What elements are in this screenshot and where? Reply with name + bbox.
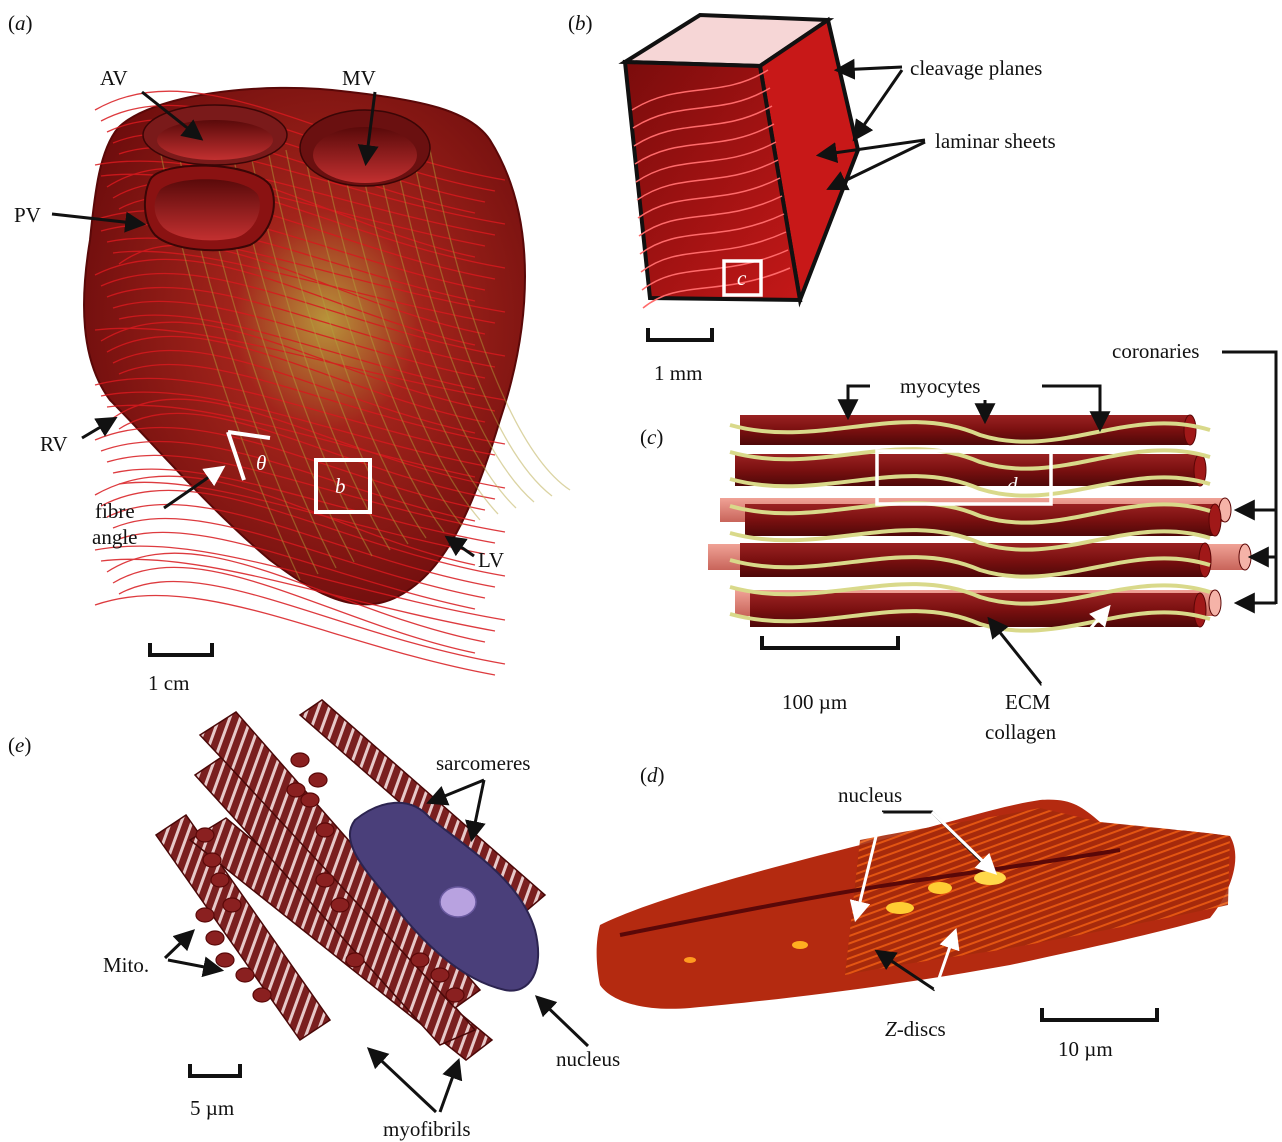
fluor-spot-2 bbox=[684, 957, 696, 963]
mito-label: Mito. bbox=[103, 953, 149, 977]
scale-bar-d bbox=[1042, 1008, 1157, 1020]
rv-label: RV bbox=[40, 432, 68, 456]
panel-d-tag: (d) bbox=[640, 763, 665, 787]
angle-label: angle bbox=[92, 525, 137, 549]
cylinder-end bbox=[1184, 415, 1196, 445]
myofibrils-label: myofibrils bbox=[383, 1117, 471, 1141]
mitochondrion bbox=[206, 931, 224, 945]
panel-e: (e) sarcomeres Mito. nucleus myofibrils … bbox=[8, 700, 620, 1141]
sarcomeres-arrow-1 bbox=[430, 780, 484, 802]
heart-fibre-line bbox=[119, 582, 505, 664]
scale-bar-e bbox=[190, 1064, 240, 1076]
scale-c-label: 100 µm bbox=[782, 690, 847, 714]
mitochondrion bbox=[346, 953, 364, 967]
cylinder-end bbox=[1199, 543, 1211, 577]
scale-e-label: 5 µm bbox=[190, 1096, 234, 1120]
cleavage-arrow-1 bbox=[838, 67, 902, 70]
cylinder-end bbox=[1194, 593, 1206, 627]
coronaries-label: coronaries bbox=[1112, 339, 1199, 363]
region-box-c-label: c bbox=[737, 266, 747, 290]
scale-bar-b bbox=[648, 328, 712, 340]
av-label: AV bbox=[100, 66, 128, 90]
ecm-label: ECM bbox=[1005, 690, 1051, 714]
panel-d: (d) nucleus Z-discs 10 µm bbox=[597, 763, 1236, 1061]
myocyte-bundle bbox=[708, 415, 1251, 631]
scale-bar-a bbox=[150, 643, 212, 655]
nucleolus bbox=[440, 887, 476, 917]
mitochondrion bbox=[431, 968, 449, 982]
nucleus-spot-3 bbox=[974, 871, 1006, 885]
nucleus-d-label: nucleus bbox=[838, 783, 902, 807]
mitochondrion bbox=[316, 873, 334, 887]
mitochondrion bbox=[203, 853, 221, 867]
mitochondrion bbox=[223, 898, 241, 912]
sarcomeres-arrow-2 bbox=[472, 780, 484, 838]
mitochondrion bbox=[291, 753, 309, 767]
cleavage-arrow-2 bbox=[855, 70, 902, 138]
scale-d-label: 10 µm bbox=[1058, 1037, 1113, 1061]
cleavage-planes-label: cleavage planes bbox=[910, 56, 1042, 80]
fluor-spot-1 bbox=[792, 941, 808, 949]
mitral-valve-inner bbox=[313, 127, 417, 183]
cylinder-end bbox=[1209, 504, 1221, 536]
mitochondrion bbox=[316, 823, 334, 837]
panel-c: (c) d coronaries myocytes ECM collagen 1… bbox=[640, 339, 1276, 744]
nucleus-e-label: nucleus bbox=[556, 1047, 620, 1071]
laminar-sheets-label: laminar sheets bbox=[935, 129, 1056, 153]
panel-e-tag: (e) bbox=[8, 733, 31, 757]
nucleus-spot-2 bbox=[928, 882, 952, 894]
region-box-b-label: b bbox=[335, 474, 346, 498]
myocytes-arrow-1 bbox=[848, 386, 870, 416]
aortic-valve-inner bbox=[157, 120, 273, 160]
heart-illustration bbox=[84, 88, 570, 675]
pv-label: PV bbox=[14, 203, 41, 227]
mitochondrion bbox=[211, 873, 229, 887]
mitochondrion bbox=[411, 953, 429, 967]
fibre-label: fibre bbox=[95, 499, 135, 523]
mitochondrion bbox=[196, 908, 214, 922]
myofibrils-arrow-2 bbox=[440, 1062, 458, 1112]
pulmonary-valve-inner bbox=[155, 179, 260, 240]
mitochondrion bbox=[446, 988, 464, 1002]
mitochondrion bbox=[216, 953, 234, 967]
theta-label: θ bbox=[256, 451, 266, 475]
mitochondrion bbox=[287, 783, 305, 797]
region-box-d-label: d bbox=[1007, 473, 1018, 497]
scale-a-label: 1 cm bbox=[148, 671, 189, 695]
panel-a-tag: (a) bbox=[8, 11, 33, 35]
tissue-block bbox=[625, 15, 858, 308]
nucleus-spot-1 bbox=[886, 902, 914, 914]
zdiscs-label: Z-discs bbox=[885, 1017, 946, 1041]
sarcomeres-label: sarcomeres bbox=[436, 751, 530, 775]
panel-c-tag: (c) bbox=[640, 425, 663, 449]
mito-arrow-1 bbox=[165, 932, 192, 958]
nucleus-e-arrow bbox=[538, 998, 588, 1046]
mitochondrion bbox=[253, 988, 271, 1002]
panel-a: (a) b θ AV MV PV RV LV fibre angle 1 cm bbox=[8, 11, 570, 695]
cylinder-end bbox=[1239, 544, 1251, 570]
collagen-label: collagen bbox=[985, 720, 1057, 744]
scale-b-label: 1 mm bbox=[654, 361, 702, 385]
cylinder-end bbox=[1209, 590, 1221, 616]
mitochondrion bbox=[331, 898, 349, 912]
myocytes-label: myocytes bbox=[900, 374, 980, 398]
mito-arrow-2 bbox=[168, 960, 220, 970]
mitochondrion bbox=[301, 793, 319, 807]
mitochondrion bbox=[196, 828, 214, 842]
panel-b-tag: (b) bbox=[568, 11, 593, 35]
panel-b: (b) c cleavage planes laminar sheets 1 m… bbox=[568, 11, 1056, 385]
myofibrils-arrow-1 bbox=[370, 1050, 436, 1112]
mitochondrion bbox=[236, 968, 254, 982]
lv-label: LV bbox=[478, 548, 504, 572]
mv-label: MV bbox=[342, 66, 376, 90]
scale-bar-c bbox=[762, 636, 898, 648]
mitochondrion bbox=[309, 773, 327, 787]
